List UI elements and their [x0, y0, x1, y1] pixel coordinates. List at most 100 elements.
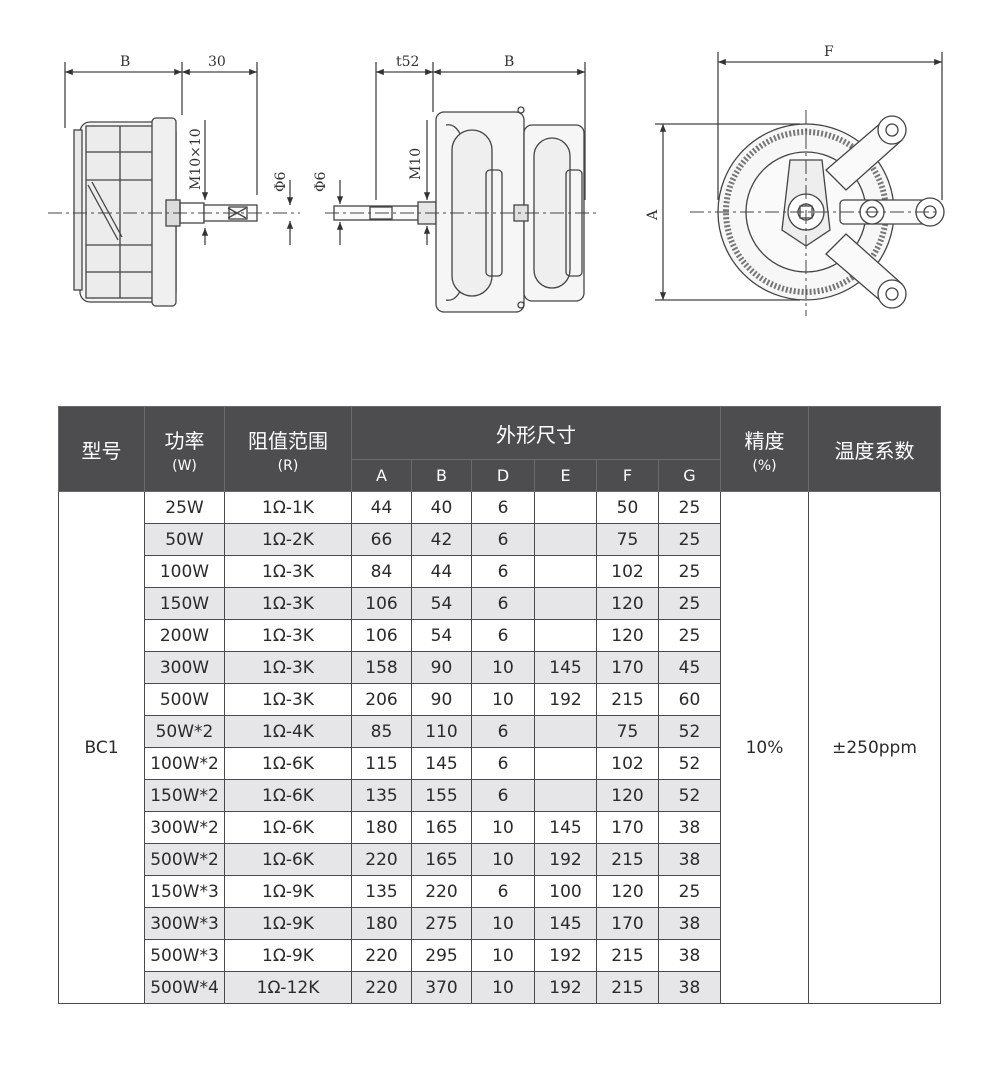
dim-d-cell: 10 — [471, 939, 535, 972]
power-cell: 500W*4 — [144, 971, 225, 1004]
dim-d-cell: 10 — [471, 843, 535, 876]
dim-a-cell: 66 — [351, 523, 412, 556]
range-cell: 1Ω-3K — [224, 619, 352, 652]
dim-e-cell: 145 — [534, 907, 597, 940]
dim-f-cell: 75 — [596, 715, 659, 748]
dim-d-cell: 6 — [471, 619, 535, 652]
dim-b-cell: 295 — [411, 939, 472, 972]
power-cell: 50W — [144, 523, 225, 556]
range-cell: 1Ω-6K — [224, 843, 352, 876]
side-dim-30-label: 30 — [208, 54, 226, 70]
dim-a-cell: 158 — [351, 651, 412, 684]
dim-g-cell: 25 — [658, 587, 721, 620]
dim-e-cell: 100 — [534, 875, 597, 908]
dim-e-cell — [534, 555, 597, 588]
range-cell: 1Ω-6K — [224, 747, 352, 780]
range-cell: 1Ω-6K — [224, 811, 352, 844]
dim-g-cell: 52 — [658, 747, 721, 780]
dim-b-cell: 110 — [411, 715, 472, 748]
dim-g-cell: 25 — [658, 491, 721, 524]
dim-a-cell: 135 — [351, 779, 412, 812]
dim-e-cell — [534, 715, 597, 748]
front-dim-f-label: F — [824, 44, 834, 60]
range-cell: 1Ω-1K — [224, 491, 352, 524]
dim-a-cell: 135 — [351, 875, 412, 908]
tempco-cell: ±250ppm — [808, 491, 941, 1004]
header-dim-g: G — [658, 459, 721, 492]
dim-b-cell: 40 — [411, 491, 472, 524]
dim-f-cell: 215 — [596, 939, 659, 972]
dim-d-cell: 6 — [471, 747, 535, 780]
dim-b-cell: 44 — [411, 555, 472, 588]
dim-e-cell: 145 — [534, 811, 597, 844]
spec-table: 型号 功率 (W) 阻值范围 (R) 外形尺寸 精度 (%) 温度系数 A B … — [58, 406, 941, 1004]
dim-d-cell: 6 — [471, 491, 535, 524]
dim-b-cell: 165 — [411, 811, 472, 844]
dim-a-cell: 220 — [351, 843, 412, 876]
rear-dim-b-label: B — [504, 54, 514, 70]
power-cell: 150W*2 — [144, 779, 225, 812]
dim-b-cell: 54 — [411, 587, 472, 620]
header-accuracy: 精度 (%) — [720, 406, 809, 492]
header-accuracy-unit: (%) — [752, 457, 777, 474]
dim-a-cell: 44 — [351, 491, 412, 524]
dim-g-cell: 45 — [658, 651, 721, 684]
range-cell: 1Ω-9K — [224, 875, 352, 908]
dim-f-cell: 170 — [596, 811, 659, 844]
dim-d-cell: 10 — [471, 651, 535, 684]
dim-a-cell: 85 — [351, 715, 412, 748]
dim-f-cell: 170 — [596, 651, 659, 684]
dim-d-cell: 6 — [471, 555, 535, 588]
dim-f-cell: 50 — [596, 491, 659, 524]
range-cell: 1Ω-6K — [224, 779, 352, 812]
power-cell: 50W*2 — [144, 715, 225, 748]
dim-b-cell: 145 — [411, 747, 472, 780]
front-dim-a-label: A — [645, 209, 661, 221]
header-model: 型号 — [58, 406, 145, 492]
dim-b-cell: 370 — [411, 971, 472, 1004]
dim-g-cell: 25 — [658, 875, 721, 908]
dim-f-cell: 215 — [596, 683, 659, 716]
power-cell: 300W — [144, 651, 225, 684]
dim-f-cell: 102 — [596, 555, 659, 588]
power-cell: 200W — [144, 619, 225, 652]
dim-f-cell: 215 — [596, 843, 659, 876]
header-accuracy-label: 精度 — [744, 428, 785, 453]
dim-a-cell: 106 — [351, 587, 412, 620]
power-cell: 500W*3 — [144, 939, 225, 972]
power-cell: 150W — [144, 587, 225, 620]
dim-e-cell: 192 — [534, 971, 597, 1004]
dim-a-cell: 84 — [351, 555, 412, 588]
dim-e-cell: 192 — [534, 683, 597, 716]
dim-g-cell: 38 — [658, 939, 721, 972]
side-dim-b-label: B — [120, 54, 130, 70]
dim-f-cell: 120 — [596, 875, 659, 908]
dim-g-cell: 52 — [658, 715, 721, 748]
dim-a-cell: 180 — [351, 811, 412, 844]
dim-b-cell: 54 — [411, 619, 472, 652]
header-dim-b: B — [411, 459, 472, 492]
header-power-unit: (W) — [172, 457, 197, 474]
rear-view — [325, 62, 600, 313]
range-cell: 1Ω-3K — [224, 651, 352, 684]
dim-e-cell — [534, 779, 597, 812]
dim-b-cell: 275 — [411, 907, 472, 940]
dim-b-cell: 42 — [411, 523, 472, 556]
dim-g-cell: 25 — [658, 555, 721, 588]
dim-b-cell: 220 — [411, 875, 472, 908]
header-power: 功率 (W) — [144, 406, 225, 492]
dim-f-cell: 120 — [596, 619, 659, 652]
power-cell: 25W — [144, 491, 225, 524]
dim-e-cell: 192 — [534, 939, 597, 972]
dim-e-cell — [534, 747, 597, 780]
dim-g-cell: 38 — [658, 811, 721, 844]
power-cell: 150W*3 — [144, 875, 225, 908]
rear-shaft-dia-label: Φ6 — [313, 172, 329, 192]
